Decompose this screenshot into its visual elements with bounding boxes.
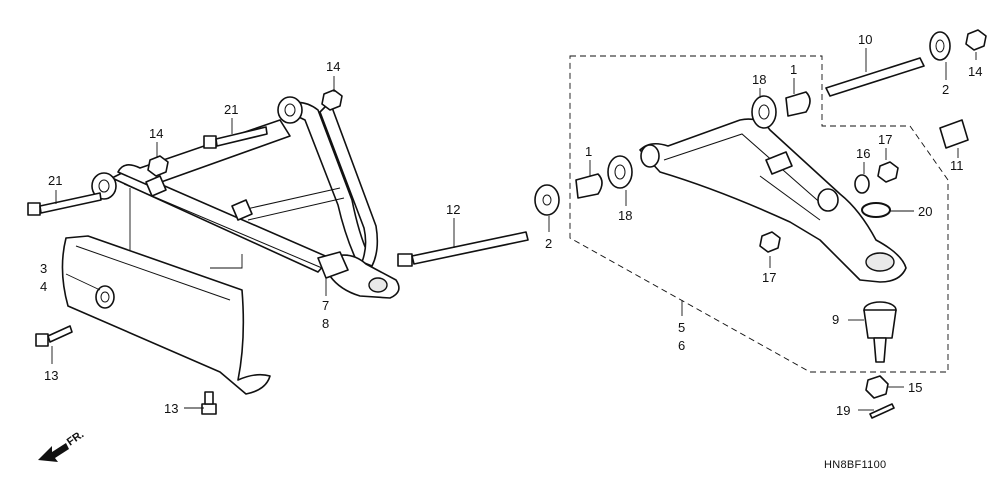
callout-14-c: 14 bbox=[968, 64, 982, 79]
callout-21-b: 21 bbox=[48, 173, 62, 188]
bushing-1-lower bbox=[575, 173, 603, 199]
callout-17-lower: 17 bbox=[762, 270, 776, 285]
skid-plate bbox=[61, 235, 271, 395]
nut-14-front bbox=[147, 155, 169, 177]
callout-7: 7 bbox=[322, 298, 329, 313]
callout-1-upper: 1 bbox=[790, 62, 797, 77]
front-label: FR. bbox=[65, 428, 86, 448]
ball-joint-9 bbox=[863, 301, 897, 363]
callout-3: 3 bbox=[40, 261, 47, 276]
leader-lines bbox=[51, 48, 977, 411]
callout-8: 8 bbox=[322, 316, 329, 331]
callout-6: 6 bbox=[678, 338, 685, 353]
callout-15: 15 bbox=[908, 380, 922, 395]
bolt-21-rear bbox=[203, 126, 268, 149]
arrow-left-icon bbox=[38, 443, 69, 462]
callout-5: 5 bbox=[678, 320, 685, 335]
washer-2-center bbox=[534, 184, 560, 216]
callout-1-lower: 1 bbox=[585, 144, 592, 159]
nut-17-lower bbox=[759, 231, 781, 253]
bushing-18-upper bbox=[751, 95, 777, 129]
nut-14-rear bbox=[321, 89, 343, 111]
callout-4: 4 bbox=[40, 279, 47, 294]
callout-17-upper: 17 bbox=[878, 132, 892, 147]
callout-13-b: 13 bbox=[164, 401, 178, 416]
diagram-code: HN8BF1100 bbox=[824, 459, 886, 471]
front-direction-arrow: FR. bbox=[38, 428, 86, 462]
callout-11: 11 bbox=[950, 158, 964, 173]
callout-20: 20 bbox=[918, 204, 932, 219]
bolt-13-side bbox=[35, 325, 73, 347]
callout-14-b: 14 bbox=[149, 126, 163, 141]
callout-19: 19 bbox=[836, 403, 850, 418]
callout-10: 10 bbox=[858, 32, 872, 47]
collar-11 bbox=[939, 119, 969, 149]
callout-14-a: 14 bbox=[326, 59, 340, 74]
callout-2-center: 2 bbox=[545, 236, 552, 251]
upper-arm-assembly bbox=[91, 96, 400, 299]
nut-17-upper bbox=[877, 161, 899, 183]
callout-18-lower: 18 bbox=[618, 208, 632, 223]
bushing-1-upper bbox=[785, 91, 811, 117]
circlip-20 bbox=[861, 202, 891, 218]
bolt-12 bbox=[397, 231, 529, 267]
callout-21-a: 21 bbox=[224, 102, 238, 117]
callout-2-right: 2 bbox=[942, 82, 949, 97]
washer-16 bbox=[854, 174, 870, 194]
lower-arm-assembly bbox=[639, 118, 907, 283]
callout-16: 16 bbox=[856, 146, 870, 161]
bolt-13-bottom bbox=[201, 391, 217, 415]
bushing-18-lower bbox=[607, 155, 633, 189]
cotter-pin-19 bbox=[869, 403, 895, 419]
callout-labels: 14 21 14 21 3 4 13 13 7 8 12 2 5 6 1 18 … bbox=[40, 32, 982, 418]
nut-14-right bbox=[965, 29, 987, 51]
bolt-21-front bbox=[27, 192, 102, 216]
callout-9: 9 bbox=[832, 312, 839, 327]
callout-13-a: 13 bbox=[44, 368, 58, 383]
callout-18-upper: 18 bbox=[752, 72, 766, 87]
washer-2-right bbox=[929, 31, 951, 61]
assembly-boundary bbox=[569, 55, 949, 373]
nut-15 bbox=[865, 375, 889, 399]
pipe-10 bbox=[825, 57, 925, 97]
callout-12: 12 bbox=[446, 202, 460, 217]
